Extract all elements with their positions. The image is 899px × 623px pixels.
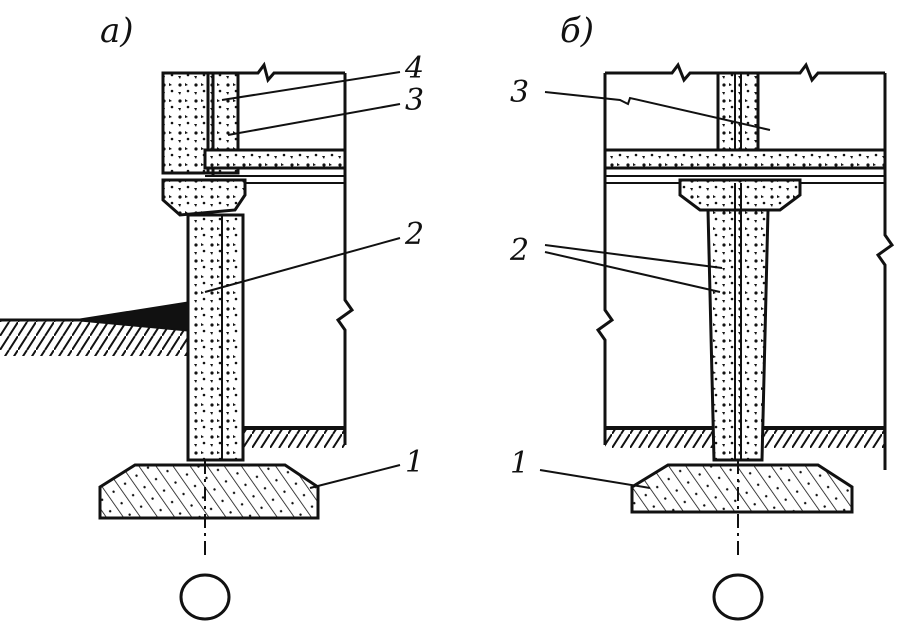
panel-a-leader-3: [227, 103, 401, 136]
panel-b-leader-3: [544, 91, 771, 131]
panel-b: б): [509, 11, 895, 621]
panel-a-break-line: [238, 61, 345, 84]
panel-b-leader-2a: [544, 244, 723, 269]
panel-a-callout-2: 2: [404, 217, 424, 252]
panel-a-floor-slab: [203, 148, 347, 184]
panel-b-callout-3: 3: [510, 75, 529, 110]
panel-b-axis-marker: [712, 573, 764, 621]
panel-a-cap-beam: [161, 178, 247, 217]
panel-b-footing: [630, 463, 854, 514]
panel-b-right-wall-line: [875, 73, 895, 470]
panel-a-title: а): [100, 11, 134, 51]
panel-a-interior-line: [335, 73, 355, 445]
panel-b-interior-floor: [605, 426, 885, 448]
panel-b-floor-slab: [603, 148, 887, 184]
panel-a-exterior-ground: [0, 301, 189, 356]
panel-a-foundation-wall: [186, 213, 245, 462]
panel-b-callout-1: 1: [510, 446, 529, 481]
panel-b-callout-2: 2: [509, 233, 529, 268]
panel-b-upper-column: [716, 71, 760, 155]
panel-a: а): [0, 11, 424, 621]
panel-b-leader-1: [539, 469, 651, 489]
panel-b-title: б): [560, 11, 594, 51]
panel-b-left-wall-line: [595, 73, 615, 445]
panel-a-leader-4: [221, 71, 401, 101]
panel-a-leader-1: [309, 464, 401, 489]
panel-a-callout-1: 1: [405, 445, 424, 480]
panel-b-foundation-wall: [706, 183, 770, 462]
panel-a-axis-marker: [179, 573, 231, 621]
panel-a-interior-floor: [243, 426, 345, 448]
panel-a-callout-3: 3: [405, 83, 424, 118]
panel-a-leader-2: [204, 237, 401, 293]
panel-a-footing: [98, 463, 320, 520]
panel-a-callout-4: 4: [404, 51, 424, 86]
panel-b-leader-2b: [544, 251, 721, 293]
